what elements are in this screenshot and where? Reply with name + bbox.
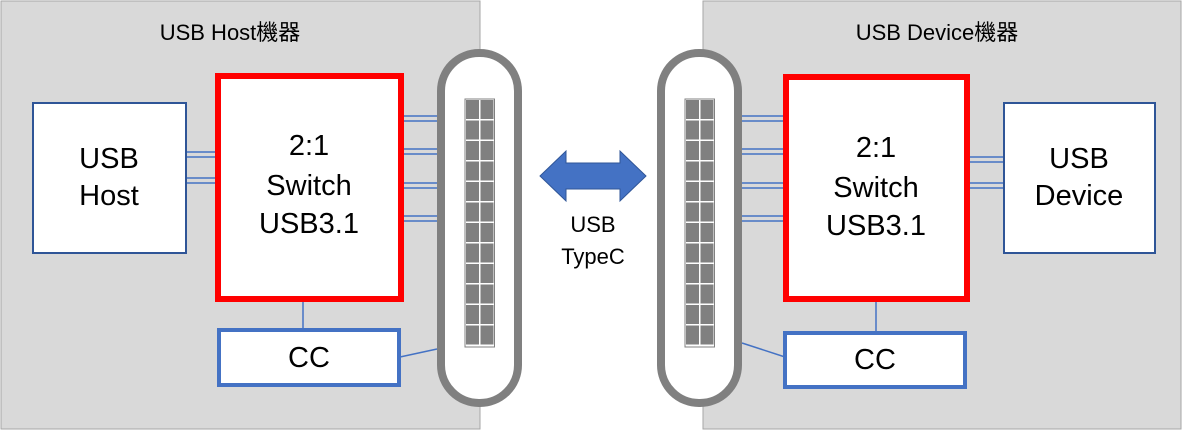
device-switch-label-line1: 2:1 <box>856 132 896 164</box>
connector-pin <box>466 161 479 181</box>
host-cc-block: CC <box>217 328 401 387</box>
connector-pin <box>686 264 699 283</box>
host-panel-title: USB Host機器 <box>160 20 301 45</box>
connector-pin <box>686 120 699 140</box>
connector-pin <box>466 223 479 242</box>
connector-pin <box>686 182 699 201</box>
device-block-label-line2: Device <box>1035 180 1124 212</box>
device-switch-block: 2:1 Switch USB3.1 <box>783 74 970 302</box>
connector-pin <box>466 182 479 201</box>
device-cc-to-connector-line <box>741 342 786 358</box>
host-block: USB Host <box>32 102 187 254</box>
connector-pin <box>480 141 494 160</box>
connector-pin <box>686 325 699 345</box>
host-switch-label-line2: Switch <box>266 170 351 202</box>
connector-pin <box>480 120 494 140</box>
device-panel: USB Device機器 2:1 Switch USB3.1 CC <box>657 0 1182 430</box>
connector-pin <box>480 325 494 345</box>
connector-label-line2: TypeC <box>561 244 625 269</box>
host-switch-label-line1: 2:1 <box>289 130 329 162</box>
device-cc-block: CC <box>783 331 967 389</box>
device-block: USB Device <box>1003 102 1156 254</box>
host-connector-pin-grid <box>464 98 495 348</box>
center-link: USB TypeC <box>539 149 647 269</box>
connector-label-line1: USB <box>570 212 615 237</box>
connector-pin <box>700 305 714 324</box>
connector-pin <box>480 202 494 222</box>
host-cc-to-connector-line <box>399 348 438 358</box>
device-panel-title: USB Device機器 <box>856 20 1019 45</box>
connector-pin <box>686 223 699 242</box>
connector-pin <box>700 202 714 222</box>
device-switch-label-line2: Switch <box>833 172 918 204</box>
device-switch-label-line3: USB3.1 <box>826 210 926 242</box>
connector-pin <box>686 243 699 263</box>
bidirectional-arrow-icon <box>539 149 647 203</box>
host-block-label-line2: Host <box>79 180 139 212</box>
connector-pin <box>480 243 494 263</box>
connector-pin <box>700 100 714 119</box>
connector-pin <box>480 284 494 304</box>
host-panel: USB Host機器 USB Host 2:1 Switch USB3.1 <box>0 0 522 430</box>
host-cc-label: CC <box>288 342 330 374</box>
connector-pin <box>686 141 699 160</box>
device-connector-pin-grid <box>684 98 715 348</box>
host-switch-block: 2:1 Switch USB3.1 <box>215 73 404 302</box>
connector-pin <box>466 305 479 324</box>
connector-pin <box>480 305 494 324</box>
connector-pin <box>466 264 479 283</box>
device-cc-label: CC <box>854 344 896 376</box>
connector-pin <box>686 202 699 222</box>
connector-pin <box>700 223 714 242</box>
connector-pin <box>466 325 479 345</box>
connector-pin <box>700 284 714 304</box>
device-block-label-line1: USB <box>1049 143 1109 175</box>
connector-pin <box>700 182 714 201</box>
connector-pin <box>686 284 699 304</box>
connector-pin <box>700 120 714 140</box>
connector-pin <box>480 161 494 181</box>
connector-pin <box>700 141 714 160</box>
host-block-to-switch-lines <box>186 151 217 184</box>
connector-pin <box>480 223 494 242</box>
device-typec-connector <box>657 49 742 407</box>
connector-pin <box>700 264 714 283</box>
connector-pin <box>480 182 494 201</box>
connector-pin <box>686 161 699 181</box>
connector-pin <box>700 243 714 263</box>
connector-pin <box>686 305 699 324</box>
device-switch-to-block-lines <box>968 156 1004 189</box>
connector-pin <box>480 100 494 119</box>
connector-pin <box>480 264 494 283</box>
connector-pin <box>466 284 479 304</box>
connector-pin <box>686 100 699 119</box>
host-switch-to-connector-lines <box>402 115 437 222</box>
connector-pin <box>466 141 479 160</box>
connector-pin <box>466 202 479 222</box>
host-switch-label-line3: USB3.1 <box>259 208 359 240</box>
connector-pin <box>466 243 479 263</box>
device-connector-to-switch-lines <box>742 115 784 222</box>
host-typec-connector <box>437 49 522 407</box>
connector-pin <box>466 100 479 119</box>
connector-pin <box>466 120 479 140</box>
host-block-label-line1: USB <box>79 143 139 175</box>
connector-pin <box>700 161 714 181</box>
connector-pin <box>700 325 714 345</box>
